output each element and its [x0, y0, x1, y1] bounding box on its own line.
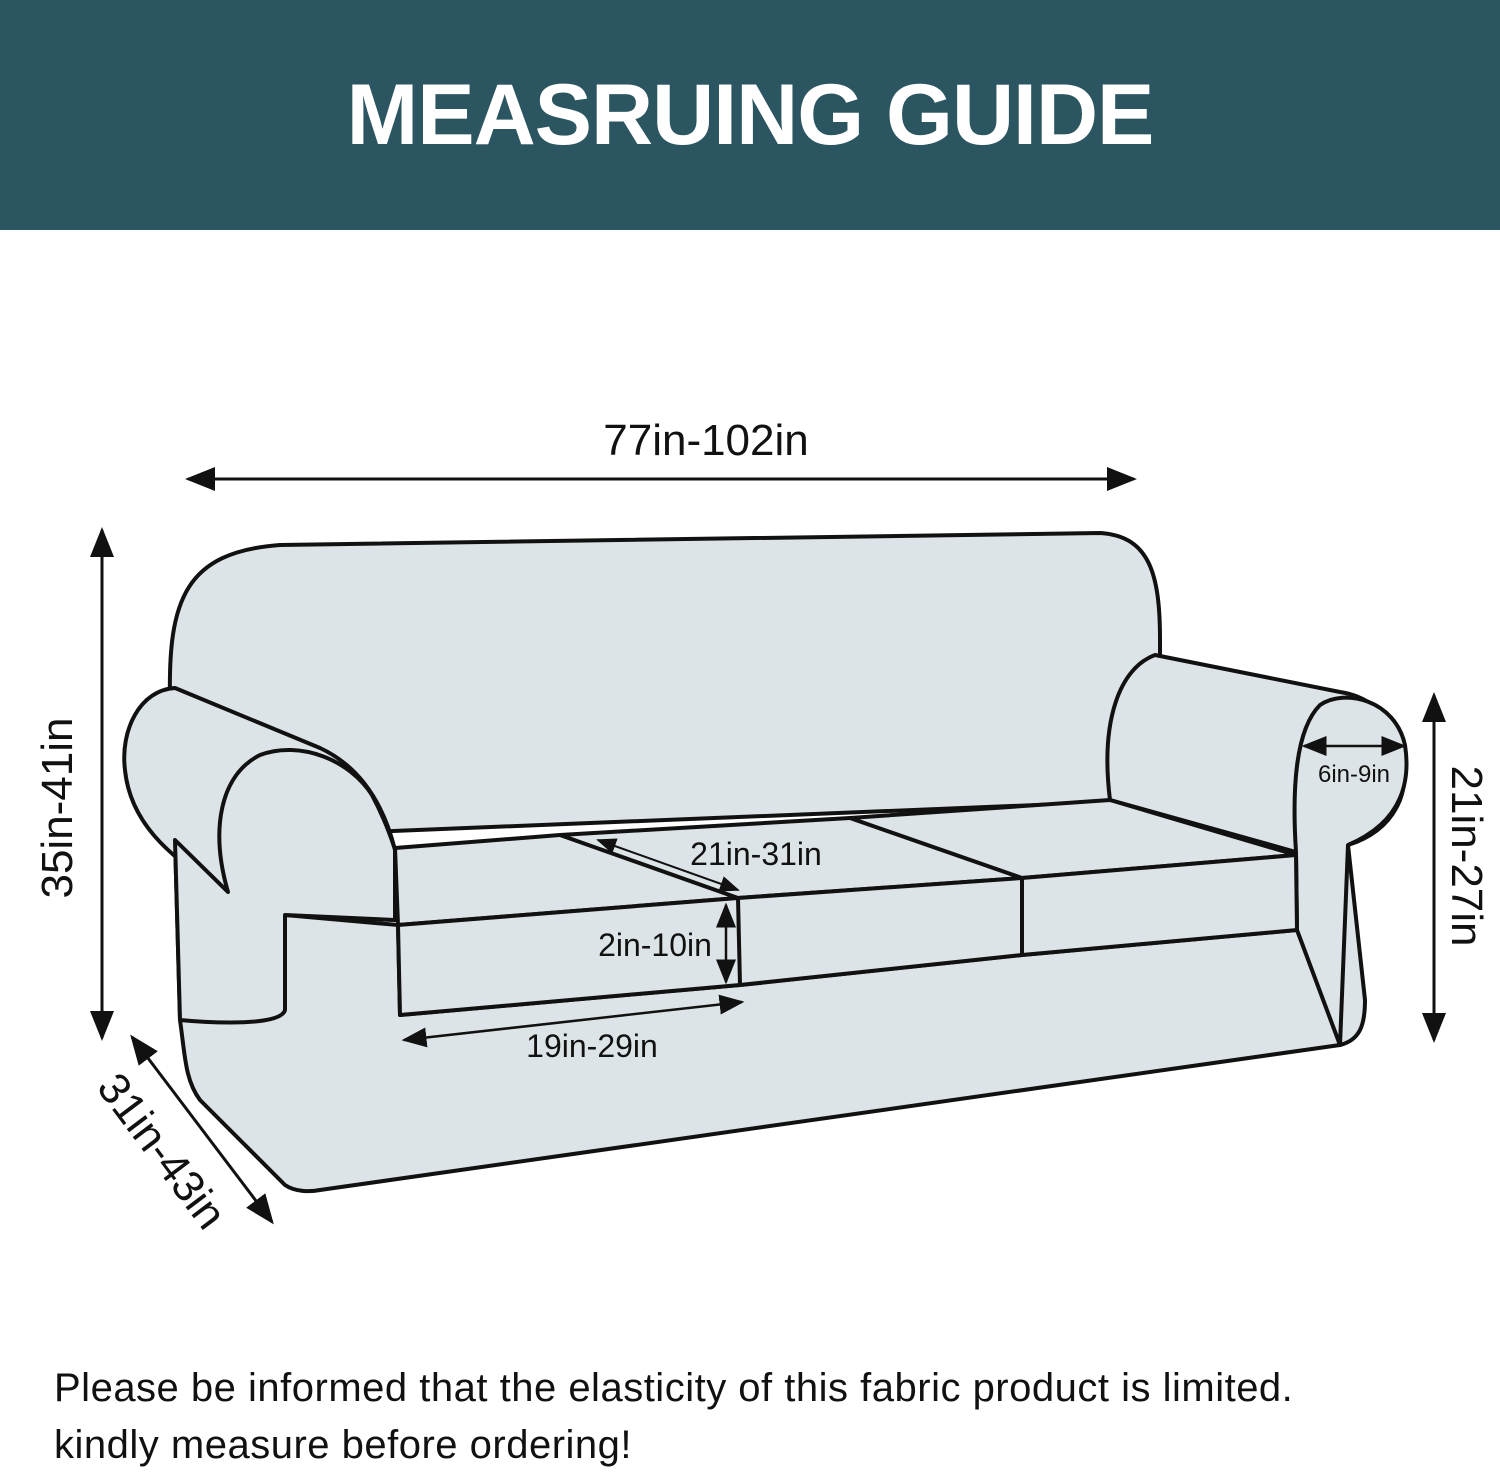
height-label: 35in-41in	[33, 717, 82, 898]
cushion-thickness-label: 2in-10in	[598, 927, 712, 963]
arm-height-label: 21in-27in	[1442, 765, 1491, 946]
right-arm-front	[1292, 695, 1409, 1047]
arm-width-label: 6in-9in	[1318, 761, 1390, 788]
cushion-depth-label: 21in-31in	[690, 836, 822, 872]
sofa-back	[167, 531, 1162, 842]
width-label: 77in-102in	[603, 416, 809, 465]
cushion-depth-arrow	[596, 838, 740, 892]
disclaimer-note: Please be informed that the elasticity o…	[54, 1360, 1293, 1474]
left-arm-front	[173, 748, 397, 1025]
header-banner: MEASRUING GUIDE	[0, 0, 1500, 230]
note-line-2: kindly measure before ordering!	[54, 1423, 633, 1467]
cushion-width-arrow	[401, 994, 745, 1048]
note-line-1: Please be informed that the elasticity o…	[54, 1366, 1294, 1410]
depth-arrow	[130, 1034, 274, 1225]
cushion-width-label: 19in-29in	[526, 1028, 658, 1064]
page-title: MEASRUING GUIDE	[346, 66, 1155, 163]
